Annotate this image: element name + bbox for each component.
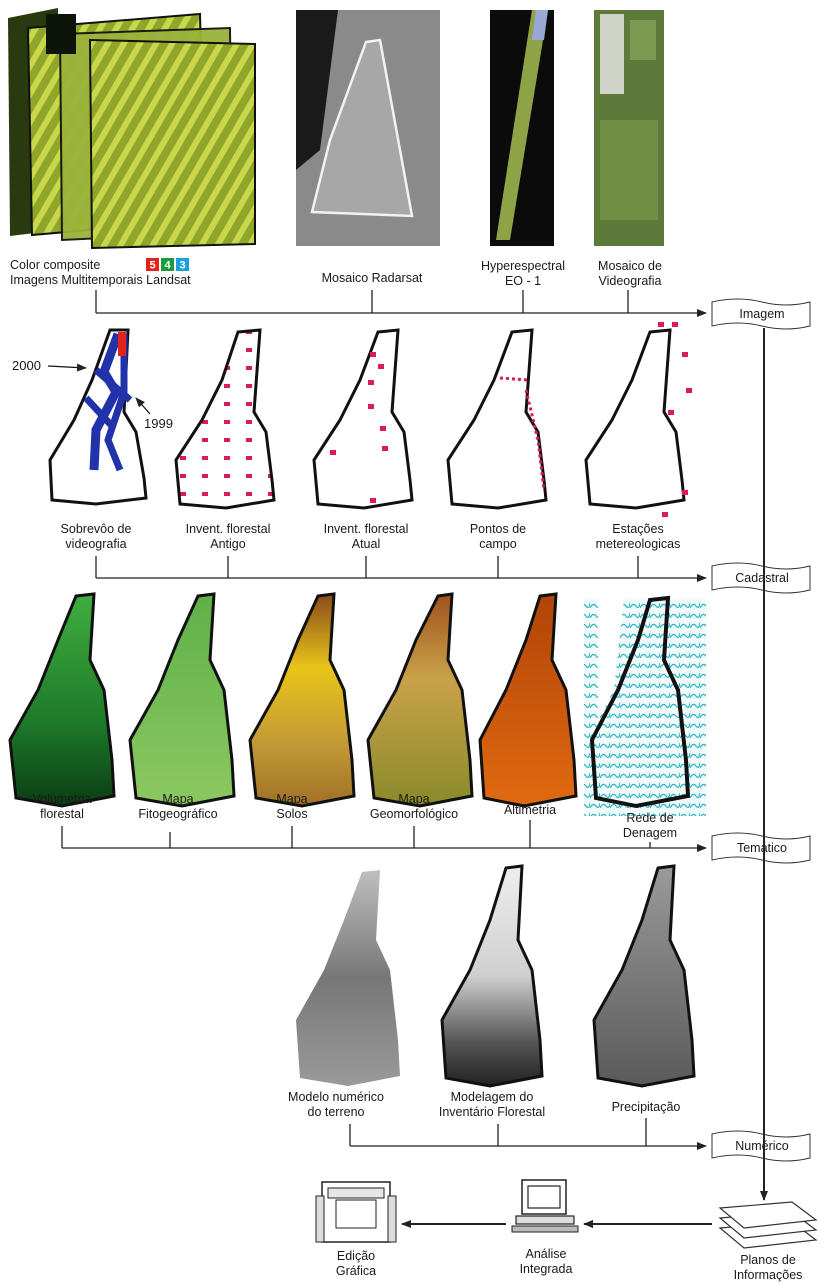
cadastral-label-1-line2: videografia	[65, 537, 126, 551]
tematico-label-6-line2: Denagem	[623, 826, 677, 840]
hyperion-label-line2: EO - 1	[505, 274, 541, 288]
plotter-icon	[316, 1182, 396, 1242]
forest-volume-map	[10, 594, 114, 806]
analise-label-line2: Integrada	[520, 1262, 573, 1276]
tematico-label-2-line1: Mapa	[162, 792, 193, 806]
band-5-label: 5	[149, 260, 155, 272]
tematico-plane-label: Temático	[737, 841, 787, 855]
old-inventory-map	[176, 330, 274, 508]
cadastral-label-5-line1: Estações	[612, 522, 663, 536]
numerico-plane-label: Numérico	[735, 1139, 789, 1153]
videography-flight-map	[50, 330, 146, 504]
videography-mosaic-image	[594, 10, 664, 246]
tematico-plane-flag: Temático	[712, 833, 810, 863]
hyperion-strip-image	[490, 10, 554, 246]
inventory-model-map	[442, 866, 542, 1086]
tematico-label-4-line2: Geomorfológico	[370, 807, 458, 821]
cadastral-plane-label: Cadastral	[735, 571, 789, 585]
planos-label-line1: Planos de	[740, 1253, 796, 1267]
edicao-label-line1: Edição	[337, 1249, 375, 1263]
edicao-label-line2: Gráfica	[336, 1264, 376, 1278]
imagem-plane-flag: Imagem	[712, 299, 810, 329]
radarsat-mosaic-image	[296, 10, 440, 246]
weather-stations-map	[586, 322, 692, 517]
computer-icon	[512, 1180, 578, 1232]
tematico-label-3-line2: Solos	[276, 807, 307, 821]
tematico-label-6-line1: Rede de	[626, 811, 673, 825]
cadastral-flow-line	[96, 556, 706, 578]
landsat-label-line2: Imagens Multitemporais Landsat	[10, 273, 191, 287]
tematico-label-1-line2: florestal	[40, 807, 84, 821]
year-1999-arrow	[136, 398, 150, 414]
drainage-network-map	[584, 598, 706, 816]
landsat-image-stack	[8, 8, 255, 248]
numerico-flow-line	[350, 1118, 706, 1146]
planos-label-line2: Informações	[734, 1268, 803, 1282]
cadastral-plane-flag: Cadastral	[712, 563, 810, 593]
current-inventory-map	[314, 330, 412, 508]
numerico-label-2-line1: Modelagem do	[451, 1090, 534, 1104]
cadastral-label-2-line2: Antigo	[210, 537, 245, 551]
cadastral-label-5-line2: metereologicas	[596, 537, 681, 551]
cadastral-label-2-line1: Invent. florestal	[186, 522, 271, 536]
terrain-model-map	[296, 870, 400, 1086]
analise-label-line1: Análise	[526, 1247, 567, 1261]
hyperion-label-line1: Hyperespectral	[481, 259, 565, 273]
year-2000-label: 2000	[12, 358, 41, 373]
band-4-label: 4	[164, 260, 171, 272]
information-layers-icon	[720, 1202, 816, 1248]
tematico-label-2-line2: Fitogeográfico	[138, 807, 217, 821]
tematico-label-3-line1: Mapa	[276, 792, 307, 806]
band-3-label: 3	[179, 260, 185, 272]
altimetry-map	[480, 594, 576, 806]
numerico-label-3-line1: Precipitação	[612, 1100, 681, 1114]
cadastral-label-1-line1: Sobrevôo de	[61, 522, 132, 536]
cadastral-label-4-line1: Pontos de	[470, 522, 526, 536]
numerico-label-2-line2: Inventário Florestal	[439, 1105, 545, 1119]
cadastral-label-3-line1: Invent. florestal	[324, 522, 409, 536]
year-1999-label: 1999	[144, 416, 173, 431]
numerico-plane-flag: Numérico	[712, 1131, 810, 1161]
imagem-plane-label: Imagem	[739, 307, 784, 321]
tematico-flow-line	[62, 820, 706, 848]
numerico-label-1-line2: do terreno	[308, 1105, 365, 1119]
cadastral-label-3-line2: Atual	[352, 537, 381, 551]
field-points-map	[448, 330, 546, 508]
tematico-label-4-line1: Mapa	[398, 792, 429, 806]
numerico-label-1-line1: Modelo numérico	[288, 1090, 384, 1104]
tematico-label-5-line1: Altimetria	[504, 803, 556, 817]
cadastral-label-4-line2: campo	[479, 537, 517, 551]
soil-map	[250, 594, 354, 806]
imagem-flow-line	[96, 290, 706, 313]
radarsat-label: Mosaico Radarsat	[322, 271, 423, 285]
geomorphologic-map	[368, 594, 472, 806]
video-label-line1: Mosaico de	[598, 259, 662, 273]
landsat-label-line1: Color composite	[10, 258, 100, 272]
phytogeographic-map	[130, 594, 234, 806]
year-2000-arrow	[48, 366, 86, 368]
video-label-line2: Videografia	[598, 274, 661, 288]
tematico-label-1-line1: Volumetria	[32, 792, 91, 806]
precipitation-map	[594, 866, 694, 1086]
